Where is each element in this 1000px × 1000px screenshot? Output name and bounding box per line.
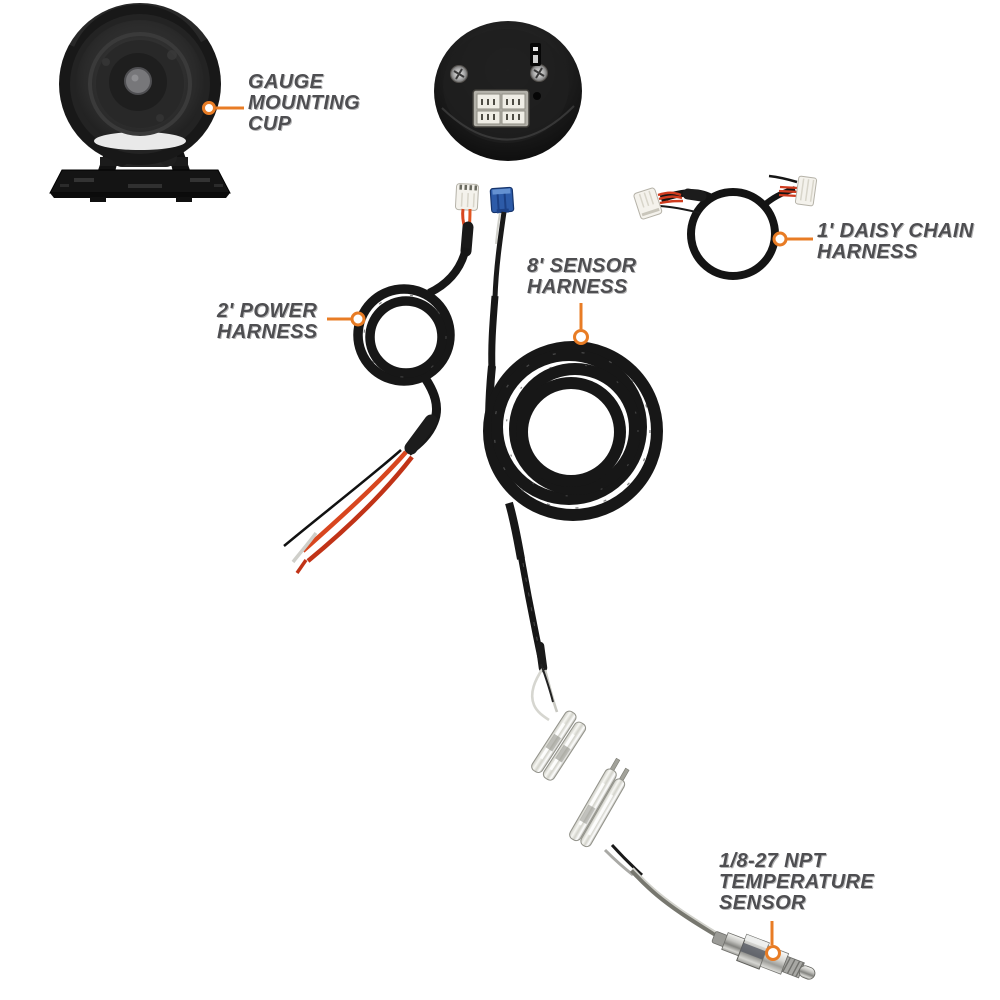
sensor-lead-wire-black [540,663,554,703]
daisy-connector-left [633,187,663,220]
callout-leaders [202,101,813,961]
bullet-connectors-lower [569,757,630,848]
power-wire-red2 [306,455,414,563]
sensor-shrink-tube [535,641,548,673]
power-harness-illustration [283,183,480,574]
sensor-lead-wire-white [530,667,550,722]
cup-center-cap [124,67,152,95]
gauge-screw-right [530,64,548,82]
callout-daisy-chain-harness: 1' DAISY CHAIN HARNESS [817,220,974,263]
daisy-chain-harness-illustration [633,174,818,280]
npt-sensor-body [711,931,816,980]
power-wire-white [291,531,318,564]
callout-gauge-mounting-cup: GAUGE MOUNTING CUP [248,71,361,135]
callout-sensor-harness: 8' SENSOR HARNESS [527,255,637,298]
power-wire-black [283,449,402,547]
sensor-cable-coil [483,341,663,521]
cup-bottom-gap [94,132,186,150]
gauge-screw-left [450,65,468,83]
gauge-mounting-cup-illustration [49,0,231,202]
power-sleeve-end [404,414,438,455]
daisy-red-wires-left [657,191,684,205]
sensor-blue-connector [489,186,515,214]
sensor-probe-wire [629,868,726,942]
gauge-dip-switch [530,43,541,66]
power-wire-red [301,450,408,553]
sensor-harness-illustration [483,186,663,877]
power-connector [454,183,480,211]
daisy-connector-right [794,175,818,207]
gauge-connector-block [472,89,530,128]
bullet-connectors-upper [531,710,587,781]
callout-temperature-sensor: 1/8-27 NPT TEMPERATURE SENSOR [719,850,875,914]
callout-power-harness: 2' POWER HARNESS [217,300,318,343]
power-heat-shrink [460,221,474,257]
temperature-sensor-illustration [629,867,816,980]
gauge-back-illustration [434,21,582,161]
power-cable-coil [353,284,455,386]
gauge-rim-highlight [441,105,575,141]
daisy-red-wires-right [778,185,799,198]
